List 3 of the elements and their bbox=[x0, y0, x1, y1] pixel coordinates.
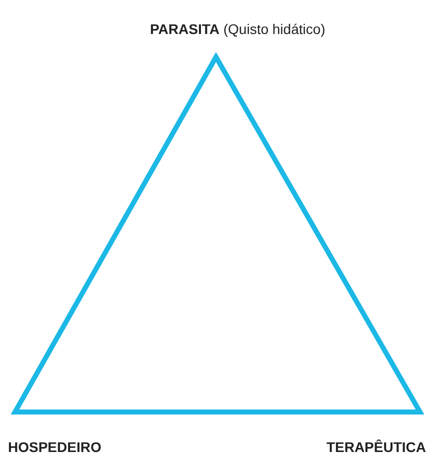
vertex-label: TERAPÊUTICA bbox=[326, 440, 426, 454]
vertex-label: PARASITA (Quisto hidático) bbox=[150, 22, 326, 36]
vertex-label: HOSPEDEIRO bbox=[8, 440, 102, 454]
